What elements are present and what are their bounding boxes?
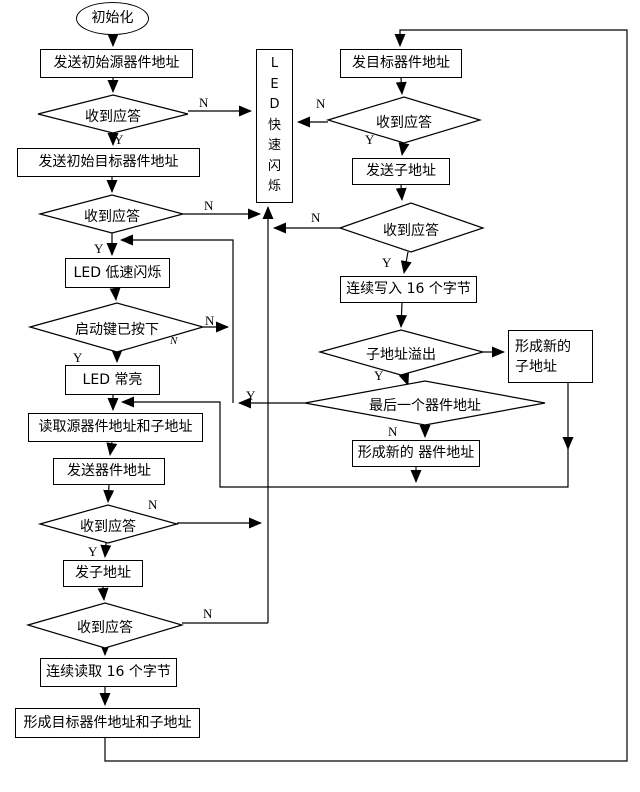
overflow-yes-label: Y	[374, 368, 384, 383]
diamond-last-device	[304, 380, 546, 426]
diamond-last-device-label: 最后一个器件地址	[369, 398, 481, 414]
box-form-new-sub-address: 形成新的 子地址	[508, 330, 593, 383]
d4-no-label: N	[311, 210, 321, 225]
box-send-sub-address: 发送子地址	[352, 158, 450, 185]
diamond-subaddr-overflow-label: 子地址溢出	[366, 347, 436, 363]
feedback-to-read-source	[121, 396, 569, 488]
last-device-no-label: N	[388, 424, 398, 439]
diamond-ack-6-label: 收到应答	[77, 620, 133, 636]
diamond-ack-1-label: 收到应答	[85, 109, 141, 125]
start-key-no-stray-label: N	[170, 335, 178, 347]
start-key-yes-label: Y	[73, 350, 83, 365]
d2-no-label: N	[204, 198, 214, 213]
d3-no-label: N	[316, 96, 326, 111]
diamond-start-key-label: 启动键已按下	[75, 322, 159, 338]
diamond-ack-6	[25, 602, 185, 649]
box-led-steady-on: LED 常亮	[65, 365, 160, 395]
diamond-ack-1	[37, 94, 189, 134]
diamond-ack-4-label: 收到应答	[383, 223, 439, 239]
box-write-16-bytes: 连续写入 16 个字节	[340, 276, 477, 303]
box-send-init-source-address: 发送初始源器件地址	[40, 49, 193, 78]
diamond-ack-2	[37, 194, 186, 234]
d1-yes-label: Y	[114, 132, 124, 147]
box-form-target-and-sub-address: 形成目标器件地址和子地址	[15, 708, 200, 738]
diamond-subaddr-overflow	[317, 329, 486, 376]
d6-no-label: N	[203, 606, 213, 621]
edge-rb2-to-d4	[395, 184, 407, 201]
diamond-ack-2-label: 收到应答	[84, 209, 140, 225]
diamond-ack-5	[37, 504, 180, 544]
box-send-sub-address-short: 发子地址	[63, 560, 143, 587]
edge-b7-to-d6	[97, 586, 109, 601]
box-led-fast-blink: LED快速闪烁	[256, 49, 293, 203]
edge-b5-to-b6	[106, 441, 118, 456]
d4-yes-label: Y	[382, 255, 392, 270]
box-send-init-target-address: 发送初始目标器件地址	[17, 148, 200, 177]
d5-yes-label: Y	[88, 544, 98, 559]
diamond-ack-5-label: 收到应答	[80, 519, 136, 535]
last-device-yes-label: Y	[246, 388, 256, 403]
edge-dso-yes	[398, 371, 410, 386]
edge-d5-yes	[100, 542, 112, 558]
box-led-slow-blink: LED 低速闪烁	[65, 258, 170, 288]
diamond-ack-4	[338, 202, 485, 253]
edge-rb1-to-d3	[395, 77, 407, 95]
edge-d4-yes	[400, 251, 412, 274]
d1-no-label: N	[199, 95, 209, 110]
edge-rb3-to-dso	[396, 302, 407, 328]
box-read-source-and-sub-address: 读取源器件地址和子地址	[28, 413, 203, 442]
big-loop	[104, 29, 628, 762]
d2-yes-label: Y	[94, 241, 104, 256]
start-terminator: 初始化	[76, 2, 149, 35]
diamond-start-key	[27, 302, 206, 353]
d3-yes-label: Y	[365, 132, 375, 147]
diamond-ack-3-label: 收到应答	[376, 115, 432, 131]
edge-d3-yes	[398, 142, 410, 156]
feedback-to-slow-blink	[120, 234, 234, 403]
box-send-device-address: 发送器件地址	[53, 458, 165, 485]
box-read-16-bytes: 连续读取 16 个字节	[40, 658, 177, 687]
box-form-new-device-address: 形成新的 器件地址	[352, 440, 480, 467]
start-key-no-label: N	[205, 313, 215, 328]
d5-no-label: N	[148, 497, 158, 512]
box-send-target-address: 发目标器件地址	[340, 49, 462, 78]
diamond-ack-3	[325, 96, 483, 144]
edge-b3-to-d7	[109, 287, 121, 301]
edge-b6-to-d5	[103, 484, 115, 503]
